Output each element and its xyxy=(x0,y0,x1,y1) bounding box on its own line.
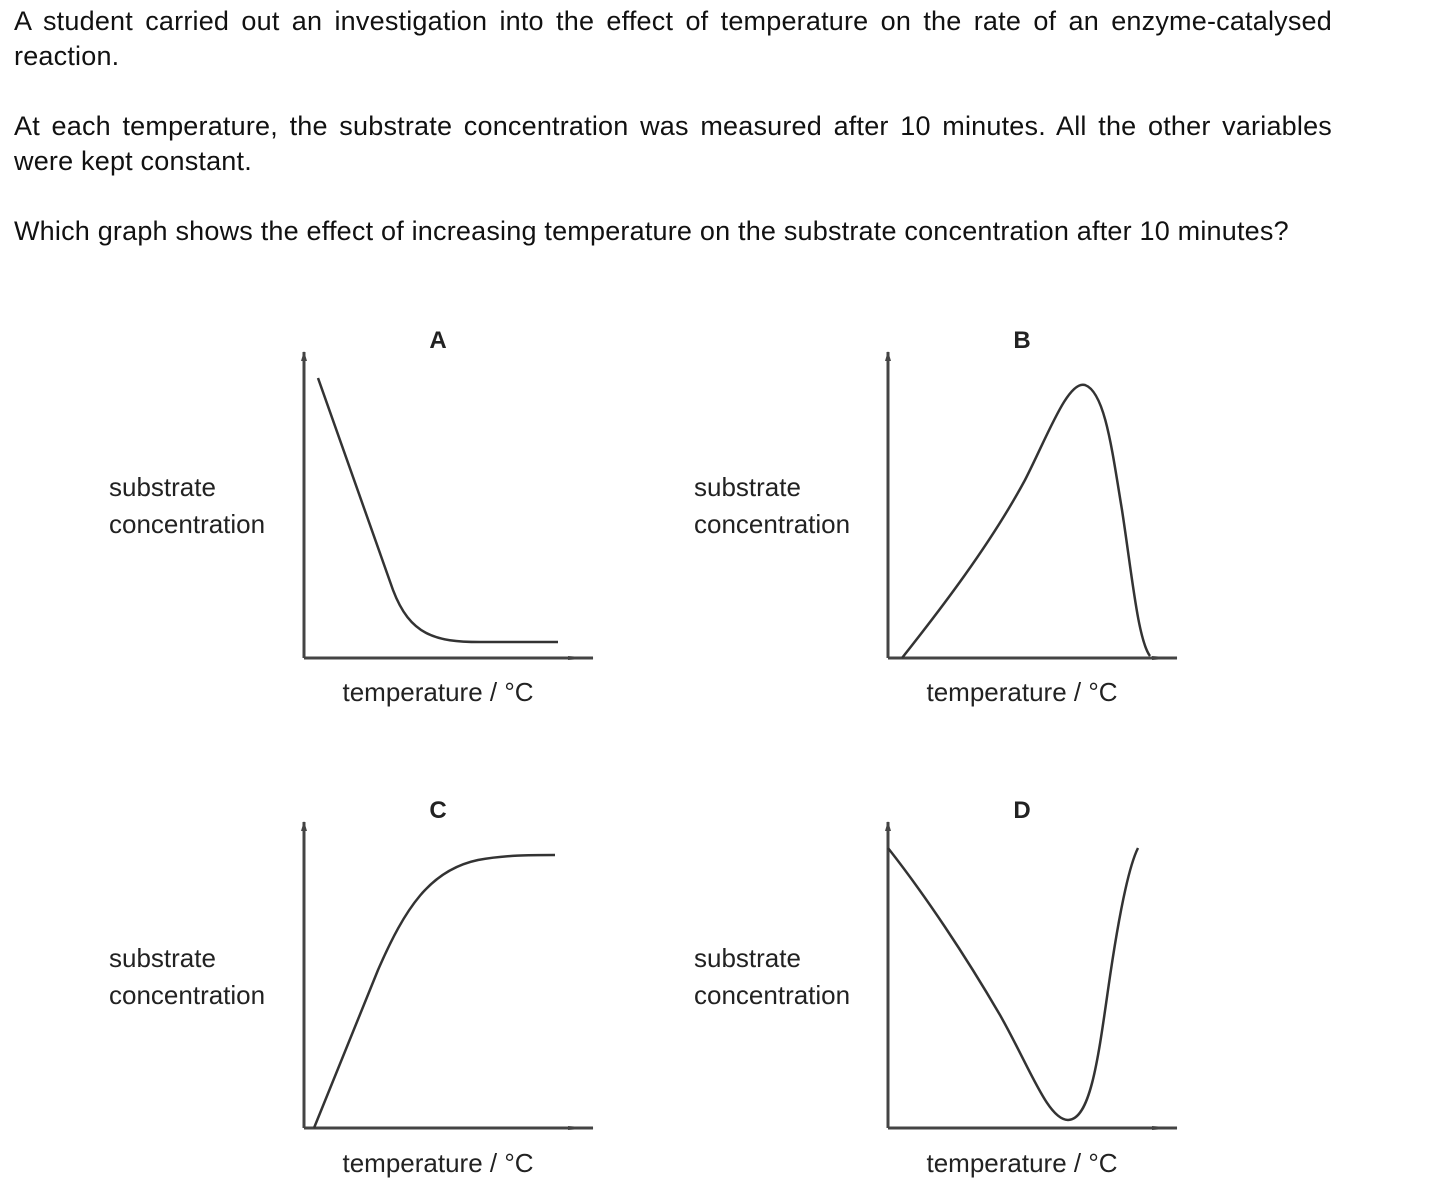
graph-a-curve xyxy=(316,377,558,644)
graph-d-letter: D xyxy=(1013,797,1030,824)
question-paragraph-1: A student carried out an investigation i… xyxy=(14,6,1332,71)
graph-c-letter: C xyxy=(429,797,446,824)
graph-c-ylabel-line1: substrate xyxy=(109,943,216,973)
graph-a-letter: A xyxy=(429,327,446,354)
graph-b-letter: B xyxy=(1013,327,1030,354)
graph-a: A substrate concentration temperature / … xyxy=(109,327,594,707)
graph-a-ylabel-line1: substrate xyxy=(109,472,216,502)
graph-c-ylabel-line2: concentration xyxy=(109,980,265,1010)
graph-b: B substrate concentration temperature / … xyxy=(694,327,1178,707)
graph-c: C substrate concentration temperature / … xyxy=(109,797,594,1178)
graph-b-xlabel: temperature / °C xyxy=(926,677,1117,707)
graph-b-curve xyxy=(901,383,1152,659)
graph-d-ylabel-line2: concentration xyxy=(694,980,850,1010)
graph-d-curve xyxy=(887,847,1140,1122)
graph-d: D substrate concentration temperature / … xyxy=(694,797,1178,1178)
question-paragraph-2: At each temperature, the substrate conce… xyxy=(14,111,1332,176)
graph-c-xlabel: temperature / °C xyxy=(342,1148,533,1178)
question-paragraph-3: Which graph shows the effect of increasi… xyxy=(14,216,1289,246)
graph-b-ylabel-line2: concentration xyxy=(694,509,850,539)
graph-d-xlabel: temperature / °C xyxy=(926,1148,1117,1178)
graph-d-ylabel-line1: substrate xyxy=(694,943,801,973)
graph-c-curve xyxy=(312,853,556,1129)
graph-b-ylabel-line1: substrate xyxy=(694,472,801,502)
graph-a-xlabel: temperature / °C xyxy=(342,677,533,707)
graph-a-ylabel-line2: concentration xyxy=(109,509,265,539)
